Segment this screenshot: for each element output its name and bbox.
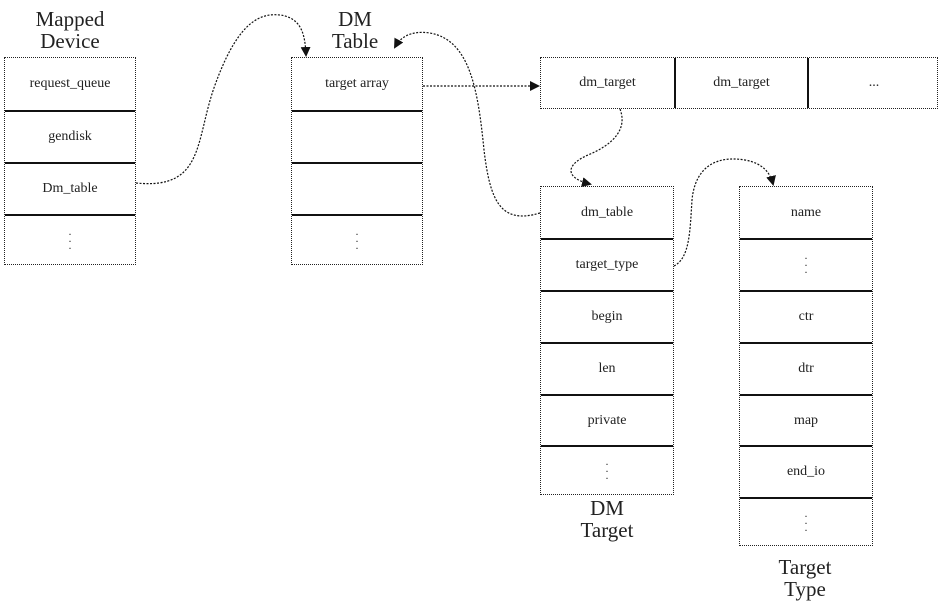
dm-table-field-empty-1 xyxy=(292,110,422,162)
dm-target-field-begin: begin xyxy=(541,290,673,342)
target-array: dm_target dm_target ... xyxy=(540,57,938,109)
target-array-cell-dm-target-1: dm_target xyxy=(579,75,636,90)
target-type-field-ellipsis-2: ··· xyxy=(740,497,872,547)
dm-target-field-private: private xyxy=(541,394,673,445)
title-dm-target: DM Target xyxy=(580,496,634,542)
mapped-device-field-ellipsis: ··· xyxy=(5,214,135,266)
target-type-field-dtr: dtr xyxy=(740,342,872,394)
arrow-dm-table-backref xyxy=(394,31,541,217)
dm-table-field-target-array: target array xyxy=(325,76,389,91)
dm-target-field-ellipsis: ··· xyxy=(541,445,673,496)
vertical-ellipsis-icon: ··· xyxy=(68,226,72,255)
title-dm-table: DM Table xyxy=(331,7,379,53)
title-mapped-device: Mapped Device xyxy=(35,7,105,53)
dm-target-field-len: len xyxy=(541,342,673,394)
arrow-dm-target-pointer xyxy=(570,108,623,187)
mapped-device-field-gendisk: gendisk xyxy=(5,110,135,162)
target-type-struct: name ··· ctr dtr map end_io ··· xyxy=(739,186,873,546)
dm-table-field-empty-2 xyxy=(292,162,422,214)
target-type-field-ellipsis-1: ··· xyxy=(740,238,872,290)
target-type-field-end-io: end_io xyxy=(740,445,872,497)
target-array-cell-dm-target-2: dm_target xyxy=(674,58,807,108)
dm-target-field-dm-table: dm_table xyxy=(580,204,634,220)
dm-table-field-ellipsis: ··· xyxy=(292,214,422,266)
vertical-ellipsis-icon: ··· xyxy=(605,457,609,485)
target-array-cell-ellipsis: ... xyxy=(807,58,939,108)
mapped-device-struct: request_queue gendisk Dm_table ··· xyxy=(4,57,136,265)
mapped-device-field-request-queue: request_queue xyxy=(29,76,111,91)
target-type-field-name: name xyxy=(790,204,822,220)
dm-target-field-target-type: target_type xyxy=(541,238,673,290)
target-type-field-map: map xyxy=(740,394,872,445)
vertical-ellipsis-icon: ··· xyxy=(804,508,808,537)
target-type-field-ctr: ctr xyxy=(740,290,872,342)
vertical-ellipsis-icon: ··· xyxy=(804,250,808,279)
vertical-ellipsis-icon: ··· xyxy=(355,226,359,255)
title-target-type: Target Type xyxy=(778,555,832,601)
arrow-dm-table-pointer xyxy=(135,14,311,185)
dm-target-struct: dm_table target_type begin len private ·… xyxy=(540,186,674,495)
dm-table-struct: target array ··· xyxy=(291,57,423,265)
arrow-target-type-pointer xyxy=(673,158,776,267)
mapped-device-field-dm-table: Dm_table xyxy=(5,162,135,214)
